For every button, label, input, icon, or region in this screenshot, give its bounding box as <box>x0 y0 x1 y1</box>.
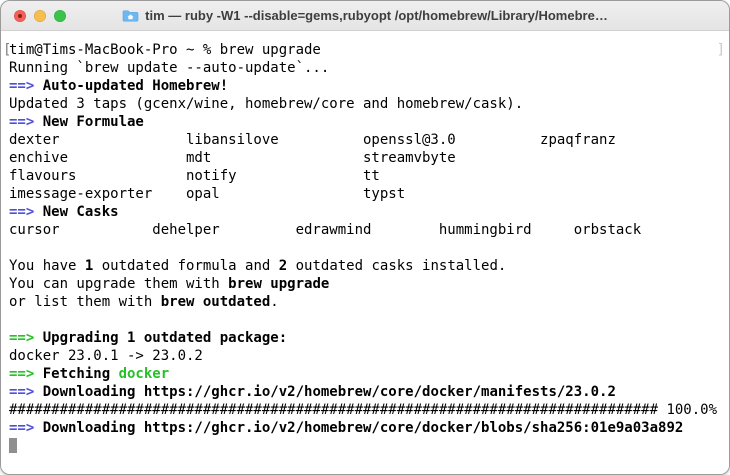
terminal-text: enchive mdt streamvbyte <box>9 150 456 166</box>
terminal-text: ==> <box>9 420 43 436</box>
terminal-text: Downloading https://ghcr.io/v2/homebrew/… <box>42 384 616 400</box>
terminal-text: or list them with <box>9 294 161 310</box>
command-mark-left: [ <box>3 42 12 58</box>
terminal-text: Updated 3 taps (gcenx/wine, homebrew/cor… <box>9 96 524 112</box>
terminal-line: ==> Fetching docker <box>9 365 721 383</box>
terminal-text: ==> <box>9 330 43 346</box>
terminal-text: docker 23.0.1 -> 23.0.2 <box>9 348 203 364</box>
terminal-text: Upgrading 1 outdated package: <box>42 330 288 346</box>
terminal-text: Downloading https://ghcr.io/v2/homebrew/… <box>42 420 684 436</box>
terminal-text: dexter libansilove openssl@3.0 zpaqfranz <box>9 132 616 148</box>
download-progress-bar: ########################################… <box>9 402 718 418</box>
terminal-text: imessage-exporter opal typst <box>9 186 406 202</box>
terminal-text: . <box>270 294 279 310</box>
window-title: tim — ruby -W1 --disable=gems,rubyopt /o… <box>145 8 608 23</box>
terminal-line: docker 23.0.1 -> 23.0.2 <box>9 347 721 365</box>
home-folder-icon[interactable] <box>122 9 139 23</box>
close-button[interactable] <box>14 9 26 22</box>
terminal-line: dexter libansilove openssl@3.0 zpaqfranz <box>9 131 721 149</box>
terminal-text: outdated casks installed. <box>287 258 507 274</box>
terminal-line: ==> Downloading https://ghcr.io/v2/homeb… <box>9 383 721 401</box>
terminal-text: Running `brew update --auto-update`... <box>9 60 330 76</box>
terminal-line <box>9 437 721 455</box>
terminal-text: ==> <box>9 78 43 94</box>
terminal-text: ==> <box>9 114 43 130</box>
terminal-text: 1 <box>84 258 94 274</box>
terminal-text: You have <box>9 258 85 274</box>
terminal-line: enchive mdt streamvbyte <box>9 149 721 167</box>
terminal-line: ==> Upgrading 1 outdated package: <box>9 329 721 347</box>
command-mark-right: ] <box>716 42 725 58</box>
terminal-line: imessage-exporter opal typst <box>9 185 721 203</box>
terminal-line: cursor dehelper edrawmind hummingbird or… <box>9 221 721 239</box>
window-titlebar[interactable]: tim — ruby -W1 --disable=gems,rubyopt /o… <box>1 1 729 31</box>
terminal-text: New Casks <box>42 204 119 220</box>
terminal-text: New Formulae <box>42 114 144 130</box>
terminal-text: docker <box>118 366 170 382</box>
terminal-line: You have 1 outdated formula and 2 outdat… <box>9 257 721 275</box>
terminal-text: flavours notify tt <box>9 168 380 184</box>
terminal-text: You can upgrade them with <box>9 276 229 292</box>
terminal-text: Auto-updated Homebrew! <box>42 78 229 94</box>
terminal-text: tim@Tims-MacBook-Pro ~ % brew upgrade <box>9 42 321 58</box>
traffic-lights <box>14 1 66 30</box>
terminal-text: Fetching <box>42 366 119 382</box>
terminal-text: ==> <box>9 384 43 400</box>
terminal-text: cursor dehelper edrawmind hummingbird or… <box>9 222 642 238</box>
terminal-line: or list them with brew outdated. <box>9 293 721 311</box>
terminal-text: ==> <box>9 204 43 220</box>
terminal-cursor <box>9 438 17 453</box>
terminal-text: brew outdated <box>160 294 271 310</box>
terminal-line: ==> Downloading https://ghcr.io/v2/homeb… <box>9 419 721 437</box>
terminal-line <box>9 239 721 257</box>
terminal-output[interactable]: [tim@Tims-MacBook-Pro ~ % brew upgrade]R… <box>1 31 729 474</box>
terminal-text: 2 <box>278 258 288 274</box>
terminal-line: ==> New Formulae <box>9 113 721 131</box>
terminal-line: [tim@Tims-MacBook-Pro ~ % brew upgrade] <box>3 41 725 59</box>
terminal-line: You can upgrade them with brew upgrade <box>9 275 721 293</box>
minimize-button[interactable] <box>34 9 46 22</box>
terminal-text: outdated formula and <box>93 258 279 274</box>
terminal-line: ==> Auto-updated Homebrew! <box>9 77 721 95</box>
terminal-line: Updated 3 taps (gcenx/wine, homebrew/cor… <box>9 95 721 113</box>
terminal-line: flavours notify tt <box>9 167 721 185</box>
terminal-text: brew upgrade <box>228 276 330 292</box>
zoom-button[interactable] <box>54 9 66 22</box>
terminal-line: ########################################… <box>9 401 721 419</box>
terminal-line: ==> New Casks <box>9 203 721 221</box>
terminal-text: ==> <box>9 366 43 382</box>
terminal-line: Running `brew update --auto-update`... <box>9 59 721 77</box>
terminal-line <box>9 311 721 329</box>
